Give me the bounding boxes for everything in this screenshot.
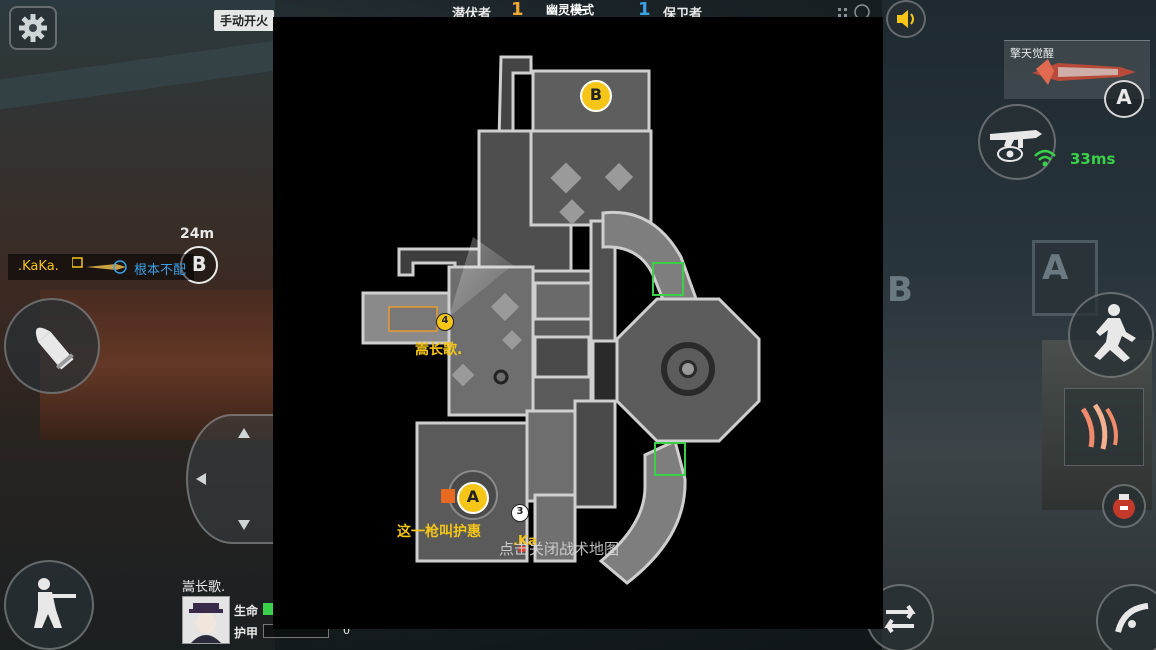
scene-sign-b: B bbox=[887, 270, 913, 310]
radar-dish-icon bbox=[1115, 603, 1149, 633]
map-site-a-marker: A bbox=[457, 482, 489, 514]
waypoint-letter: B bbox=[191, 252, 207, 276]
weapon-image-icon bbox=[1032, 59, 1136, 85]
gear-icon bbox=[19, 14, 47, 42]
map-enemy-dot bbox=[519, 546, 525, 552]
manual-fire-toggle[interactable]: 手动开火 bbox=[214, 10, 275, 31]
radar-button[interactable] bbox=[1096, 584, 1156, 650]
crouch-button[interactable] bbox=[4, 560, 94, 650]
health-bar-fill bbox=[263, 603, 273, 615]
game-mode-title: 幽灵模式 bbox=[546, 3, 595, 17]
rifle-icon bbox=[990, 130, 1042, 162]
grenade-icon bbox=[1113, 494, 1135, 519]
map-player-3-name: 这一枪叫护惠 bbox=[397, 524, 481, 540]
kill-feed-row: .KaKa. 根本不配 bbox=[8, 254, 194, 280]
soldier-crouch-icon bbox=[34, 578, 76, 628]
joystick-arrows-icon bbox=[196, 428, 250, 530]
kill-weapon-icon bbox=[72, 257, 127, 274]
player-name: 嵩长歌. bbox=[182, 580, 226, 595]
map-grate bbox=[652, 262, 684, 296]
grenade-button[interactable] bbox=[1102, 484, 1146, 528]
tactical-map-panel[interactable]: B A 4 嵩长歌. 3 这一枪叫护惠 .Ka 点击关闭战术地图 bbox=[273, 17, 883, 629]
jump-icon bbox=[1094, 304, 1136, 362]
waypoint-distance: 24m bbox=[180, 226, 215, 242]
settings-button[interactable] bbox=[9, 6, 57, 50]
kill-feed-victim: 根本不配 bbox=[134, 263, 187, 278]
primary-weapon-button[interactable] bbox=[978, 104, 1056, 180]
team-right-score: 1 bbox=[638, 0, 651, 20]
map-site-b-letter: B bbox=[589, 85, 603, 104]
weapon-name: 擎天觉醒 bbox=[1010, 47, 1054, 60]
map-site-a-letter: A bbox=[466, 487, 480, 506]
eye-icon bbox=[997, 146, 1023, 162]
map-grate bbox=[654, 442, 686, 476]
map-player-kaka-name: .Ka bbox=[513, 534, 537, 549]
map-player-4-number: 4 bbox=[441, 315, 449, 326]
bullet-icon bbox=[35, 327, 74, 370]
map-player-3-number: 3 bbox=[516, 506, 524, 517]
wifi-icon bbox=[1032, 146, 1058, 168]
game-mode-indicator bbox=[575, 9, 585, 11]
ping-value: 33ms bbox=[1070, 150, 1116, 168]
player-fov-cone bbox=[449, 237, 513, 317]
health-label: 生命 bbox=[234, 604, 259, 618]
reload-button[interactable] bbox=[4, 298, 100, 394]
weapon-slot-a-button[interactable]: A bbox=[1104, 80, 1144, 118]
tactical-map bbox=[361, 55, 761, 585]
kill-feed-killer: .KaKa. bbox=[18, 259, 59, 274]
armor-label: 护甲 bbox=[234, 626, 259, 640]
avatar-icon bbox=[183, 597, 229, 643]
player-avatar bbox=[182, 596, 230, 644]
knife-button[interactable] bbox=[1064, 388, 1144, 466]
knife-slash-icon bbox=[1080, 403, 1118, 450]
map-player-4-marker: 4 bbox=[436, 313, 454, 331]
map-player-4-name: 嵩长歌. bbox=[415, 342, 463, 358]
swap-arrows-icon bbox=[884, 604, 916, 634]
close-map-hint[interactable]: 点击关闭战术地图 bbox=[499, 540, 620, 558]
team-left-score: 1 bbox=[511, 0, 524, 20]
map-site-b-marker: B bbox=[580, 80, 612, 112]
speaker-icon bbox=[897, 10, 914, 28]
map-player-3-marker: 3 bbox=[511, 504, 529, 522]
map-bomb-icon bbox=[441, 489, 455, 503]
sound-button[interactable] bbox=[886, 0, 926, 38]
weapon-slot-letter: A bbox=[1116, 85, 1132, 109]
jump-button[interactable] bbox=[1068, 292, 1154, 378]
armor-value: 0 bbox=[343, 624, 350, 637]
movement-joystick[interactable] bbox=[186, 414, 278, 544]
scene-sign-a: A bbox=[1042, 248, 1069, 288]
